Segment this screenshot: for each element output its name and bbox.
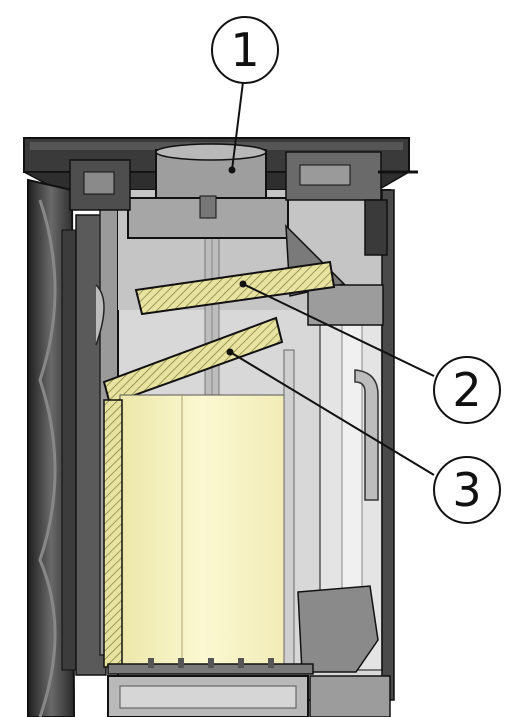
leader-dot-1 [228, 166, 236, 174]
ash-pan [107, 675, 391, 717]
callout-2: 2 [433, 356, 501, 424]
callout-3-label: 3 [452, 463, 481, 517]
left-outer-wall [27, 178, 107, 717]
leader-line-1 [231, 81, 244, 171]
lower-baffle [102, 316, 284, 406]
flue-collar [127, 143, 289, 239]
grate [107, 658, 314, 675]
leader-dot-2 [239, 280, 247, 288]
callout-1-label: 1 [230, 23, 259, 77]
top-left-mechanism [69, 159, 131, 211]
upper-baffle [134, 260, 336, 316]
callout-3: 3 [433, 456, 501, 524]
callout-2-label: 2 [452, 363, 481, 417]
combustion-chamber [103, 349, 295, 671]
leader-dot-3 [226, 348, 234, 356]
leader-line-2 [242, 283, 435, 377]
callout-1: 1 [211, 16, 279, 84]
ash-lip [297, 585, 379, 673]
leader-line-3 [229, 351, 435, 476]
top-right-mechanism [285, 151, 418, 256]
